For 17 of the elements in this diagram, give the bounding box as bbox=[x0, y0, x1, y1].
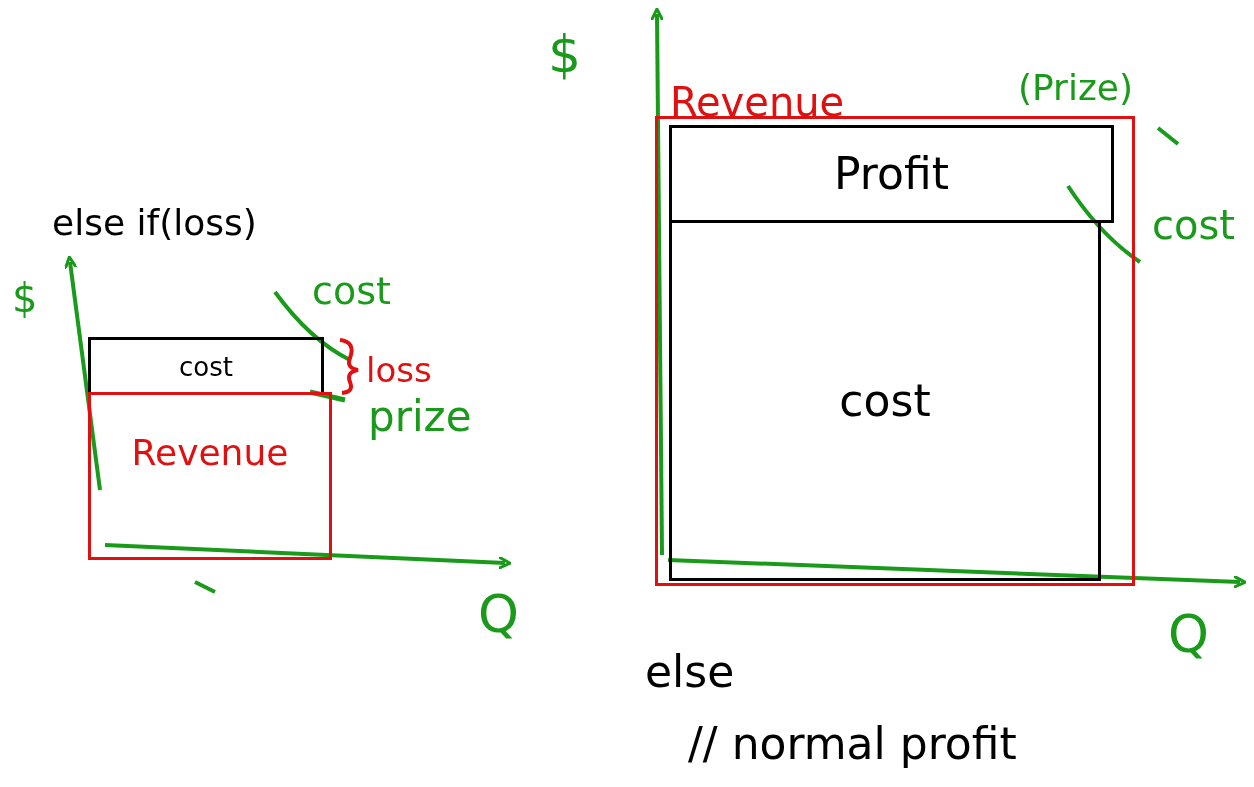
comment-text: // normal profit bbox=[688, 722, 1017, 766]
curve-label: cost bbox=[1152, 205, 1235, 245]
axis-label: Q bbox=[1168, 608, 1209, 660]
revenue-box: Revenue bbox=[88, 392, 332, 560]
cost-band: cost bbox=[88, 337, 324, 393]
axis-label: Q bbox=[478, 588, 519, 640]
loss-label: loss bbox=[366, 353, 432, 387]
axis-label: $ bbox=[548, 28, 582, 80]
revenue-heading: Revenue bbox=[670, 82, 845, 122]
note-text: else bbox=[645, 650, 735, 694]
profit-band: Profit bbox=[669, 125, 1114, 223]
condition-text: else if(loss) bbox=[52, 205, 257, 241]
curve-label: cost bbox=[312, 272, 391, 310]
axis-label: $ bbox=[12, 278, 38, 318]
price-label: prize bbox=[368, 396, 472, 438]
price-label: (Prize) bbox=[1018, 70, 1133, 106]
cost-box: cost bbox=[669, 223, 1101, 581]
